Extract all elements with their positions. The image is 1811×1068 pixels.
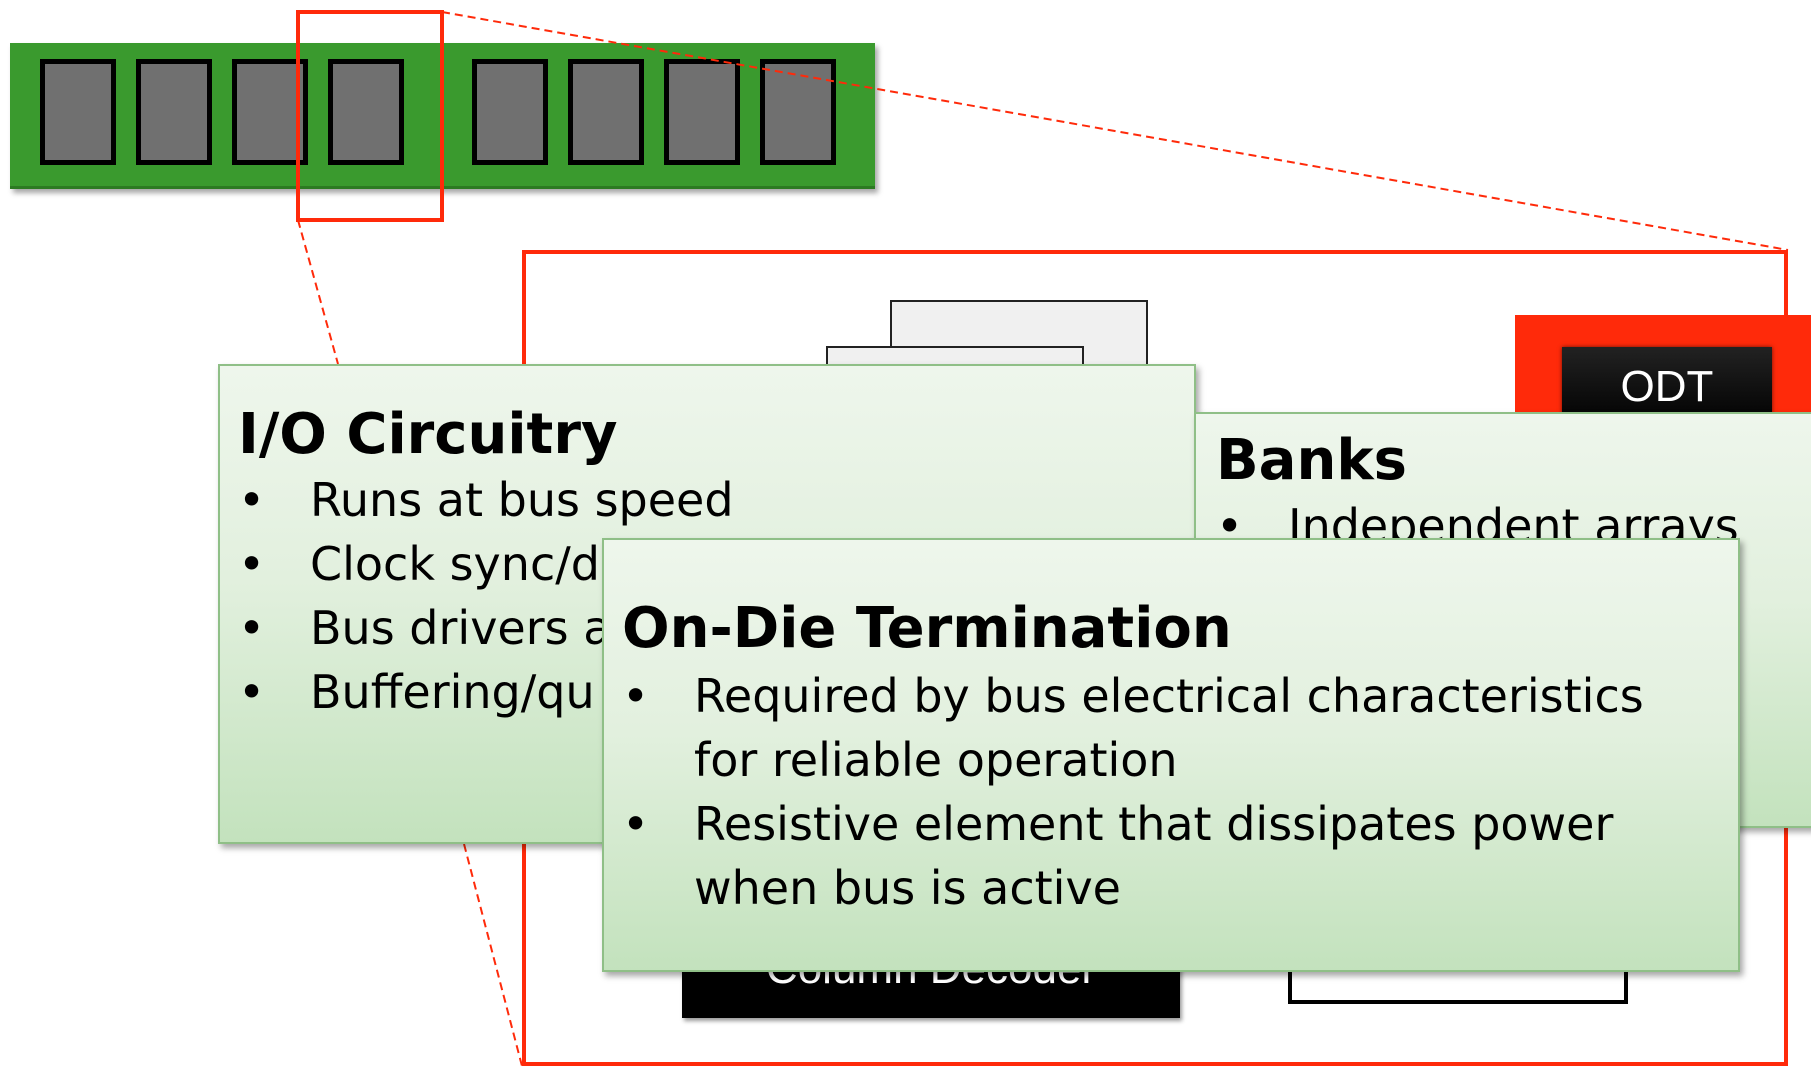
memory-chip	[664, 59, 740, 165]
dimm-module	[10, 43, 875, 189]
memory-chip	[760, 59, 836, 165]
memory-chip	[568, 59, 644, 165]
list-item: •Clock sync/d	[238, 537, 600, 591]
list-item: • Resistive element that dissipates powe…	[622, 797, 1614, 915]
zoom-line-bottom-lower	[463, 843, 523, 1067]
memory-chip	[40, 59, 116, 165]
on-die-termination-list: • Required by bus electrical characteris…	[622, 664, 1738, 920]
io-circuitry-title: I/O Circuitry	[238, 402, 618, 467]
list-item: •Buffering/qu	[238, 665, 595, 719]
on-die-termination-title: On-Die Termination	[622, 596, 1232, 661]
io-circuitry-list: •Runs at bus speed •Clock sync/d •Bus dr…	[238, 468, 1194, 724]
on-die-termination-callout: On-Die Termination • Required by bus ele…	[602, 538, 1740, 972]
list-item: •Bus drivers a	[238, 601, 612, 655]
memory-chip	[328, 59, 404, 165]
memory-chip	[232, 59, 308, 165]
list-item: • Required by bus electrical characteris…	[622, 669, 1644, 787]
list-item: •Runs at bus speed	[238, 473, 734, 527]
memory-chip	[472, 59, 548, 165]
memory-chip	[136, 59, 212, 165]
banks-title: Banks	[1216, 428, 1407, 493]
zoom-line-bottom-upper	[297, 219, 339, 365]
